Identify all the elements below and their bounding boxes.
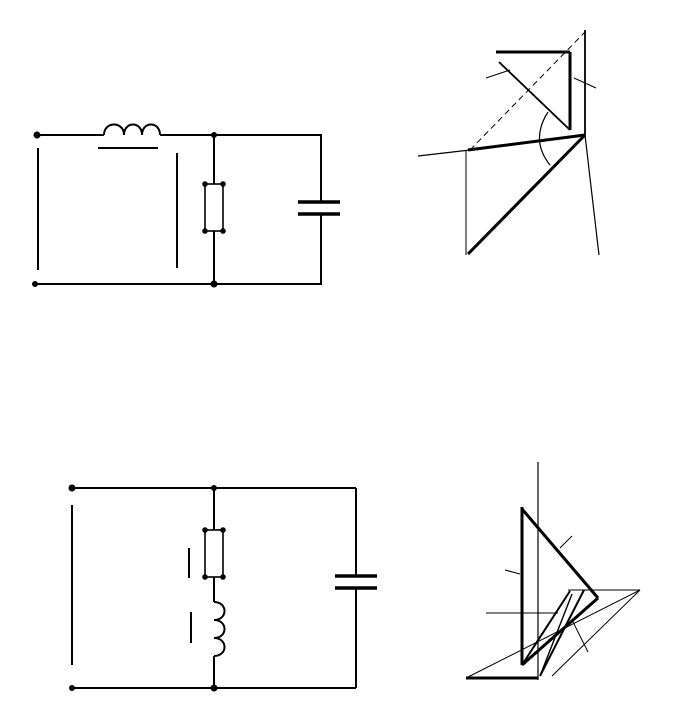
- phasor2-arrow-1: [521, 590, 571, 666]
- phasor-down-left-arrow: [466, 133, 587, 256]
- leader-line-1: [485, 69, 511, 79]
- resistor-box-icon-2: [204, 529, 224, 578]
- leader-line-4: [504, 569, 521, 575]
- phasor2-upper-diagonal: [520, 508, 600, 599]
- leader-line-2: [573, 77, 597, 89]
- phasor-dashed-diagonal: [469, 31, 586, 151]
- parallelogram-long-diagonal: [465, 589, 641, 679]
- phasor-down-arrow: [584, 134, 600, 256]
- phasor-extension-left-arrow: [417, 149, 471, 157]
- resistor-box-icon: [204, 183, 224, 232]
- phasor-main-left-arrow: [467, 133, 586, 152]
- phasor-inner-diagonal-arrow: [498, 61, 571, 131]
- branch-inductor-coil-icon: [213, 601, 226, 657]
- circuit-2: [68, 484, 377, 692]
- phasor-diagram-1: [417, 30, 600, 256]
- phasor-diagram-2: [415, 462, 641, 682]
- phasor2-arrow-3: [539, 593, 573, 677]
- phasor2-arrow-2: [539, 589, 585, 677]
- circuit-1: [32, 123, 340, 288]
- parallelogram-right: [551, 589, 641, 677]
- series-inductor-coil-icon: [103, 123, 161, 136]
- phasor2-lower-diagonal: [521, 596, 599, 667]
- leader-line-5: [571, 619, 589, 653]
- leader-line-3: [559, 535, 573, 549]
- phasor-angle-arc: [538, 111, 551, 166]
- axis-left-arrowhead: [415, 674, 425, 682]
